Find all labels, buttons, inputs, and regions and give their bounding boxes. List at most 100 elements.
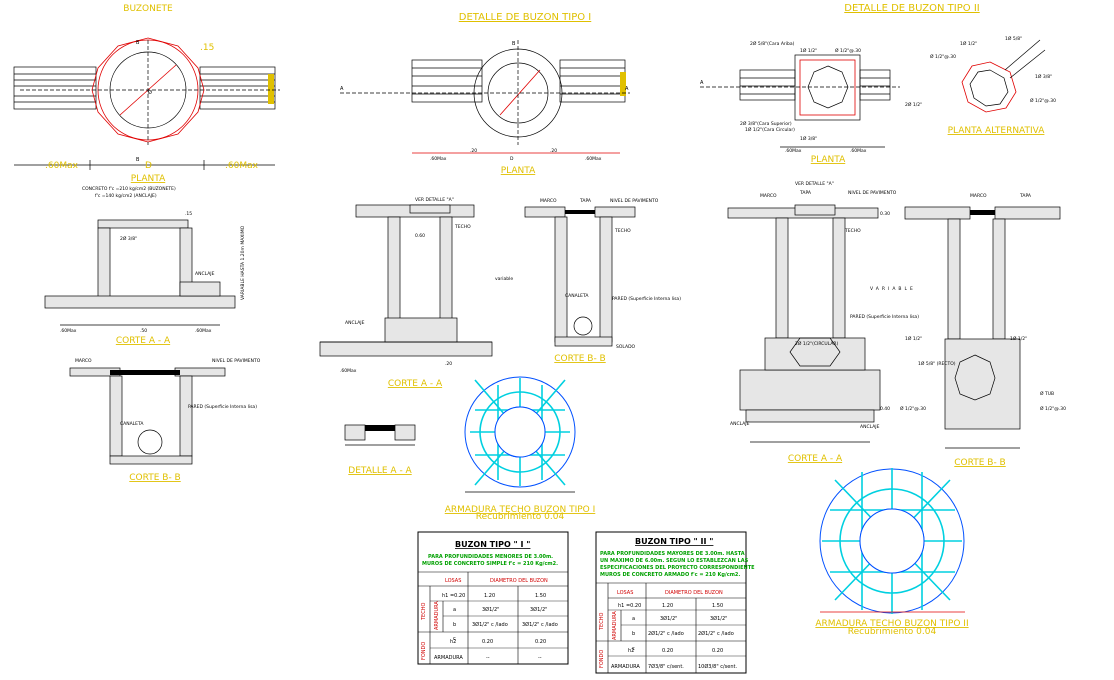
svg-text:FONDO: FONDO (421, 642, 427, 660)
svg-text:h1 =0.20: h1 =0.20 (442, 593, 465, 599)
svg-text:TECHO: TECHO (454, 224, 471, 230)
note-recubrimiento-2: Recubrimiento 0.04 (848, 627, 937, 637)
table-buzon-tipo-2: BUZON TIPO " II " PARA PROFUNDIDADES MAY… (595, 531, 755, 674)
svg-text:B: B (136, 40, 140, 46)
svg-text:0.20: 0.20 (535, 639, 546, 645)
svg-text:PARED (Superficie Interna lisa: PARED (Superficie Interna lisa) (188, 404, 257, 410)
svg-text:1.20: 1.20 (484, 593, 495, 599)
svg-text:ANCLAJE: ANCLAJE (730, 421, 750, 427)
tipo2-corte-aa: VER DETALLE "A" MARCO TAPA NIVEL DE PAVI… (727, 181, 919, 443)
svg-text:TAPA: TAPA (579, 198, 592, 204)
svg-text:.60Max: .60Max (195, 328, 212, 334)
svg-text:CANALETA: CANALETA (565, 293, 589, 299)
svg-text:ANCLAJE: ANCLAJE (345, 320, 365, 326)
svg-text:--: -- (538, 655, 542, 661)
caption-planta-buzonete: PLANTA (131, 174, 166, 184)
svg-text:VARIABLE: VARIABLE (870, 286, 916, 292)
svg-text:c: c (453, 636, 456, 642)
buzonete-corte-bb: MARCO NIVEL DE PAVIMENTO PARED (Superfic… (69, 358, 261, 465)
svg-text:2Ø1/2" c /lado: 2Ø1/2" c /lado (648, 630, 684, 637)
svg-text:1Ø 1/2"(Cara Circular): 1Ø 1/2"(Cara Circular) (745, 126, 795, 133)
svg-text:A: A (625, 86, 629, 92)
svg-text:.60Max: .60Max (60, 328, 77, 334)
title-buzonete: BUZONETE (123, 4, 173, 14)
svg-text:CANALETA: CANALETA (120, 421, 144, 427)
svg-text:.20: .20 (550, 148, 557, 154)
caption-corte-aa-tipo1: CORTE A - A (388, 379, 443, 389)
svg-text:2Ø1/2" c /lado: 2Ø1/2" c /lado (698, 630, 734, 637)
svg-text:VER DETALLE "A": VER DETALLE "A" (415, 197, 454, 203)
svg-text:.60Max: .60Max (45, 161, 79, 171)
table-buzon-tipo-1: BUZON TIPO " I " PARA PROFUNDIDADES MENO… (417, 531, 569, 665)
svg-text:b: b (453, 622, 456, 628)
svg-text:0.40: 0.40 (880, 406, 890, 412)
table2-header-diam: DIAMETRO DEL BUZON (665, 590, 723, 596)
svg-text:.15: .15 (200, 43, 214, 53)
svg-text:2Ø 5/8"(Cara Ariba): 2Ø 5/8"(Cara Ariba) (750, 40, 795, 47)
tipo2-planta: A 2Ø 5/8"(Cara Ariba) 1Ø 1/2" Ø 1/2"@.30… (700, 40, 900, 154)
svg-text:MARCO: MARCO (75, 358, 92, 364)
caption-planta-alternativa: PLANTA ALTERNATIVA (948, 126, 1046, 136)
svg-text:Ø 1/2"@.30: Ø 1/2"@.30 (930, 53, 956, 60)
svg-text:.60Max: .60Max (850, 148, 867, 154)
svg-text:B: B (512, 41, 516, 47)
table2-note-1: PARA PROFUNDIDADES MAYORES DE 3.00m. HAS… (600, 551, 745, 557)
tipo2-corte-bb: MARCO TAPA 1Ø 1/2" 1Ø 1/2" Ø TUB Ø 1/2"@… (900, 193, 1066, 449)
svg-text:TECHO: TECHO (599, 613, 605, 631)
svg-text:0.60: 0.60 (415, 233, 425, 239)
svg-text:--: -- (486, 655, 490, 661)
svg-text:h1 =0.20: h1 =0.20 (618, 603, 641, 609)
svg-text:.20: .20 (445, 361, 452, 367)
svg-text:1Ø 5/8": 1Ø 5/8" (1005, 35, 1022, 42)
svg-text:.60Max: .60Max (585, 156, 602, 162)
note-recubrimiento-1: Recubrimiento 0.04 (476, 512, 565, 522)
svg-text:TECHO: TECHO (844, 228, 861, 234)
tipo1-corte-aa: VER DETALLE "A" TECHO 0.60 ANCLAJE varia… (319, 197, 513, 374)
svg-text:a: a (632, 616, 635, 622)
table2-note-3: ESPECIFICACIONES DEL PROYECTO CORRESPOND… (600, 565, 755, 571)
svg-text:1Ø 1/2": 1Ø 1/2" (905, 335, 922, 342)
svg-text:VER DETALLE "A": VER DETALLE "A" (795, 181, 834, 187)
svg-text:2Ø 1/2": 2Ø 1/2" (905, 101, 922, 108)
table2-title: BUZON TIPO " II " (635, 537, 713, 546)
table1-note-2: MUROS DE CONCRETO SIMPLE f'c = 210 Kg/cm… (422, 561, 558, 567)
svg-text:variable: variable (495, 276, 513, 282)
svg-text:c: c (632, 646, 635, 652)
svg-text:1.50: 1.50 (712, 603, 723, 609)
svg-text:h2: h2 (450, 639, 456, 645)
table1-note-1: PARA PROFUNDIDADES MENORES DE 3.00m. (428, 554, 553, 560)
table2-note-4: MUROS DE CONCRETO ARMADO f'c = 210 Kg/cm… (600, 572, 740, 578)
svg-text:h2: h2 (628, 648, 634, 654)
svg-text:2Ø 1/2"(CIRCULAR): 2Ø 1/2"(CIRCULAR) (795, 340, 839, 347)
svg-text:MARCO: MARCO (970, 193, 987, 199)
table1-header-diam: DIAMETRO DEL BUZON (490, 578, 548, 584)
svg-text:Ø: Ø (148, 89, 152, 96)
caption-corte-aa-tipo2: CORTE A - A (788, 454, 843, 464)
svg-text:ARMADURA: ARMADURA (611, 664, 640, 670)
svg-text:.15: .15 (185, 211, 192, 217)
svg-text:Ø 1/2"@.30: Ø 1/2"@.30 (1030, 97, 1056, 104)
svg-text:ARMADURA: ARMADURA (434, 601, 440, 630)
svg-text:B: B (136, 157, 140, 163)
svg-text:.20: .20 (470, 148, 477, 154)
svg-text:1.20: 1.20 (662, 603, 673, 609)
buzonete-corte-aa: 2Ø 3/8" ANCLAJE .15 .60Max .50 .60Max VA… (44, 211, 246, 334)
svg-text:1Ø 3/8": 1Ø 3/8" (800, 135, 817, 142)
svg-text:VARIABLE HASTA 1.20m MAXIMO: VARIABLE HASTA 1.20m MAXIMO (240, 225, 246, 300)
svg-text:3Ø1/2": 3Ø1/2" (710, 615, 727, 622)
table2-header-losas: LOSAS (617, 590, 633, 596)
svg-text:3Ø1/2" c /lado: 3Ø1/2" c /lado (522, 621, 558, 628)
svg-text:TECHO: TECHO (421, 603, 427, 621)
svg-text:A: A (700, 80, 704, 86)
note-concreto-1: CONCRETO f'c =210 kg/cm2 (BUZONETE) (82, 186, 176, 192)
table1-header-losas: LOSAS (445, 578, 461, 584)
svg-text:1Ø 1/2": 1Ø 1/2" (1010, 335, 1027, 342)
caption-detalle-aa: DETALLE A - A (348, 466, 412, 476)
caption-planta-tipo2: PLANTA (811, 155, 846, 165)
armadura-techo-tipo2 (819, 468, 965, 614)
svg-text:1Ø 1/2": 1Ø 1/2" (800, 47, 817, 54)
svg-text:.60Max: .60Max (785, 148, 802, 154)
svg-text:.50: .50 (140, 328, 147, 334)
